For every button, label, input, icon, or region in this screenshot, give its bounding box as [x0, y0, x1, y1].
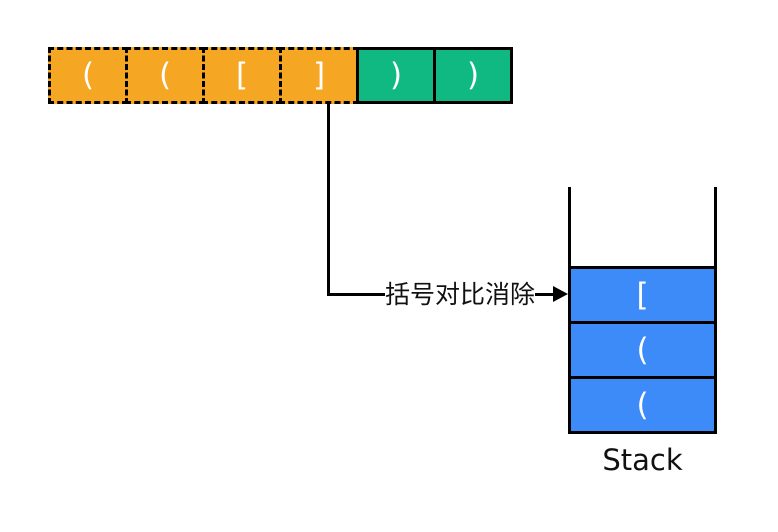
connector-label: 括号对比消除	[384, 279, 535, 309]
connector-horizontal: 括号对比消除	[327, 278, 568, 310]
stack-cell: [	[571, 266, 714, 321]
bracket-char: [	[636, 276, 649, 313]
connector-line-segment	[535, 292, 553, 296]
sequence-cell: ]	[279, 47, 359, 104]
bracket-char: )	[466, 57, 480, 93]
bracket-char: (	[81, 57, 95, 93]
sequence-cell: )	[433, 47, 513, 104]
bracket-char: (	[636, 331, 649, 368]
bracket-char: (	[158, 57, 172, 93]
sequence-cell: [	[202, 47, 282, 104]
stack-container: [ ( (	[568, 187, 717, 434]
arrow-right-icon	[553, 286, 568, 302]
bracket-char: (	[636, 386, 649, 423]
stack-label: Stack	[602, 443, 683, 477]
stack-cells: [ ( (	[571, 266, 714, 431]
bracket-sequence: ( ( []))	[48, 47, 513, 104]
bracket-char: [	[235, 57, 249, 93]
sequence-cell: (	[48, 47, 128, 104]
connector-vertical-line	[327, 104, 330, 296]
stack-cell: (	[571, 376, 714, 431]
connector-line-segment	[327, 292, 385, 296]
sequence-cell: (	[125, 47, 205, 104]
stack-cell: (	[571, 321, 714, 376]
sequence-cell: )	[356, 47, 436, 104]
bracket-char: )	[389, 57, 403, 93]
bracket-char: ]	[312, 57, 326, 93]
